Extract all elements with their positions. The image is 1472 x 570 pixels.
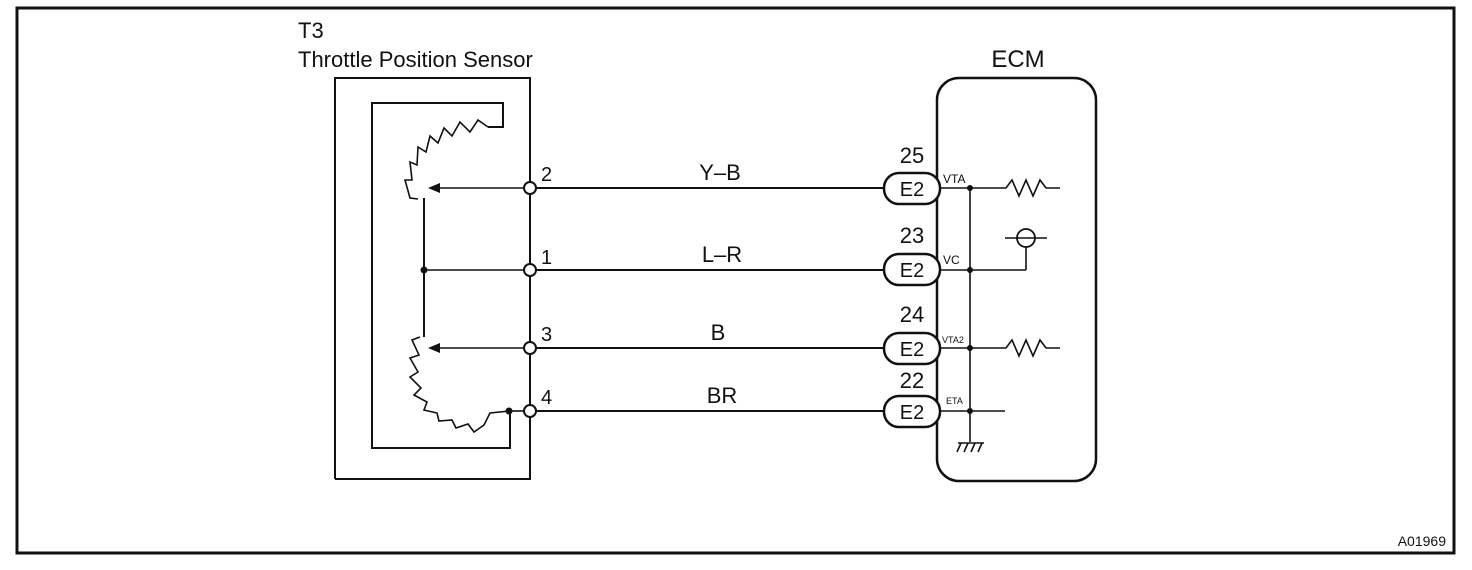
figure-id: A01969 [1398, 533, 1446, 549]
sensor-inner-wire [371, 102, 511, 449]
terminal-number: 23 [900, 223, 924, 248]
signal-label: VTA [943, 172, 965, 186]
signal-label: VTA2 [942, 335, 964, 345]
connector-label: E2 [900, 339, 924, 361]
connector-label: E2 [900, 179, 924, 201]
ecm-junction-dot [967, 267, 973, 273]
sensor-code: T3 [298, 18, 324, 43]
ecm-junction-dot [967, 185, 973, 191]
vta-resistor [995, 178, 1060, 198]
sensor-housing [334, 77, 531, 480]
ground-icon [956, 442, 984, 453]
terminal-number: 22 [900, 368, 924, 393]
pin-label: 4 [541, 387, 552, 409]
upper-wiper-arrow [428, 183, 525, 193]
sensor-pin-1 [523, 263, 537, 277]
wire-color-label: BR [707, 383, 738, 408]
terminal-number: 24 [900, 302, 924, 327]
wire-color-label: L–R [702, 242, 742, 267]
sensor-pin-4 [523, 404, 537, 418]
connector-label: E2 [900, 402, 924, 424]
ecm-junction-dot [967, 408, 973, 414]
diagram-frame [15, 6, 1456, 555]
sensor-ground-dot [505, 407, 513, 415]
terminal-number: 25 [900, 143, 924, 168]
pin-label: 1 [541, 247, 552, 269]
signal-label: ETA [946, 396, 963, 406]
connector-label: E2 [900, 260, 924, 282]
sensor-name: Throttle Position Sensor [298, 47, 533, 72]
ecm-box [935, 76, 1098, 483]
sensor-pin-2 [523, 181, 537, 195]
lower-wiper-arrow [428, 343, 525, 353]
signal-label: VC [943, 253, 960, 267]
vta2-resistor [995, 338, 1060, 358]
wire-color-label: Y–B [699, 160, 741, 185]
sensor-pin-3 [523, 341, 537, 355]
pin-label: 3 [541, 324, 552, 346]
upper-resistor-element [403, 118, 489, 200]
ecm-junction-dot [967, 345, 973, 351]
ecm-title: ECM [991, 46, 1044, 73]
pin-label: 2 [541, 164, 552, 186]
wire-color-label: B [711, 320, 726, 345]
lower-resistor-element [408, 336, 511, 434]
